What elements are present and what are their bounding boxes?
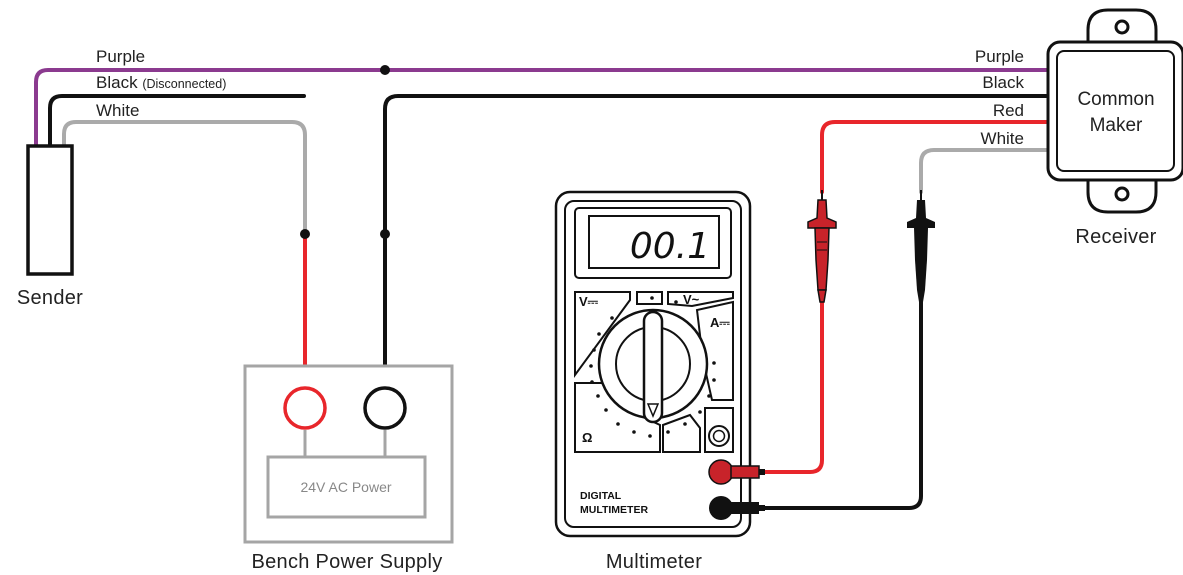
- junction-dot: [380, 229, 390, 239]
- black-plug-tip: [759, 505, 765, 511]
- receiver-wire-black-label: Black: [982, 73, 1024, 92]
- power-output-label: 24V AC Power: [300, 479, 391, 495]
- black-wire-receiver: [383, 94, 1048, 392]
- red-jack[interactable]: [708, 459, 734, 485]
- black-probe-lead: [758, 298, 923, 510]
- dial-vac-label: V~: [683, 292, 700, 307]
- black-plug: [731, 502, 759, 514]
- receiver-box-line2: Maker: [1090, 115, 1143, 136]
- black-jack[interactable]: [709, 496, 733, 520]
- red-probe: [807, 190, 837, 303]
- receiver-label: Receiver: [1075, 226, 1156, 248]
- sender-wire-white-label: White: [96, 101, 139, 120]
- wires: [34, 68, 1048, 510]
- white-wire-receiver: [919, 148, 1048, 194]
- power-supply-label: Bench Power Supply: [251, 551, 442, 573]
- display-screen: [588, 215, 720, 269]
- receiver-device: [1046, 8, 1183, 214]
- red-plug: [730, 465, 760, 479]
- dial-pointer-icon: [646, 403, 660, 418]
- dial-adc-label: A⎓: [710, 315, 730, 330]
- receiver-box-line1: Common: [1077, 89, 1154, 110]
- jack-ring-inner: [712, 429, 726, 443]
- red-probe-lead: [758, 298, 824, 474]
- power-output-box: [266, 455, 427, 519]
- multimeter-label: Multimeter: [606, 551, 702, 573]
- dial-dots: [589, 296, 716, 438]
- receiver-wire-red-label: Red: [993, 101, 1024, 120]
- dial-vdc-label: V⎓: [579, 294, 599, 309]
- meter-brand-line2: MULTIMETER: [580, 504, 648, 516]
- sender-body: [26, 144, 74, 276]
- mount-hole: [1114, 19, 1130, 35]
- dial-knob-handle[interactable]: [642, 310, 664, 424]
- sender-wire-purple-label: Purple: [96, 47, 145, 66]
- mount-hole: [1114, 186, 1130, 202]
- multimeter: 00.1 V⎓ V~ A⎓: [554, 190, 765, 538]
- black-terminal: [363, 386, 407, 430]
- sender-wire-black-label: Black (Disconnected): [96, 73, 226, 92]
- terminal-leg: [303, 430, 387, 457]
- black-probe: [907, 190, 935, 302]
- red-terminal: [283, 386, 327, 430]
- receiver-wire-purple-label: Purple: [975, 47, 1024, 66]
- display-reading: 00.1: [630, 226, 710, 267]
- purple-wire: [34, 68, 1048, 150]
- meter-brand-line1: DIGITAL: [580, 490, 622, 502]
- red-plug-tip: [759, 469, 765, 475]
- receiver-wire-white-label: White: [981, 129, 1024, 148]
- dial-ohm-label: Ω: [582, 430, 592, 445]
- junction-dot: [300, 229, 310, 239]
- white-wire-sender: [62, 120, 307, 236]
- sender-label: Sender: [17, 287, 83, 309]
- red-wire-receiver: [820, 120, 1048, 194]
- black-wire-disconnected: [48, 94, 306, 150]
- junction-dot: [380, 65, 390, 75]
- receiver-body-inner: [1056, 50, 1175, 172]
